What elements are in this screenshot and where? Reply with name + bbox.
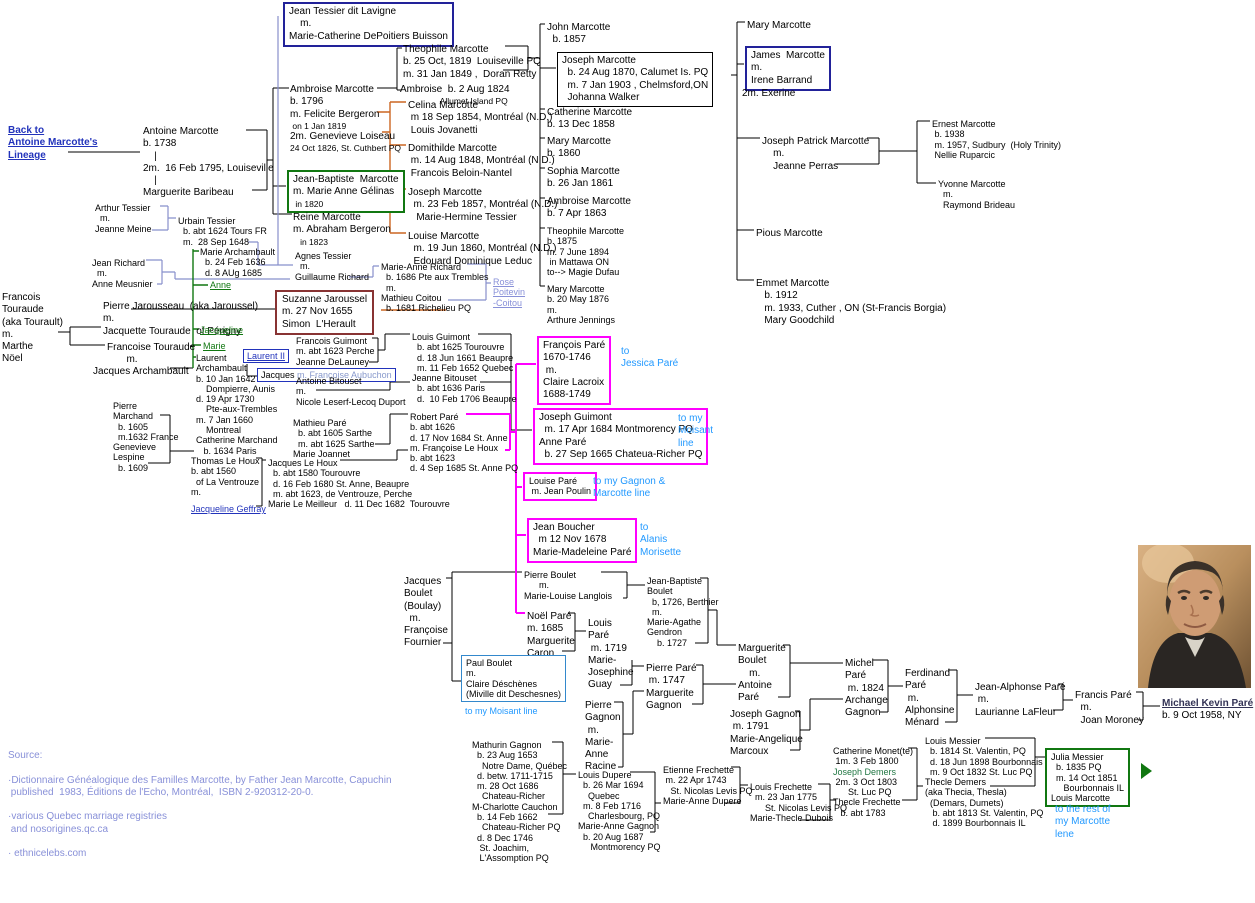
node-jean-alphonse-pare: Jean-Alphonse Paré m.Laurianne LaFleur — [975, 682, 1066, 718]
node-louise-pare-box: Louise Paré m. Jean Poulin — [523, 472, 598, 501]
portrait-image — [1138, 543, 1251, 688]
node-louis-dupere: Louis Dupere b. 26 Mar 1694 Quebec m. 8 … — [578, 770, 661, 853]
node-jean-tessier-box: Jean Tessier dit Lavigne m.Marie-Catheri… — [283, 2, 454, 47]
marie-link[interactable]: Marie — [203, 341, 226, 351]
jacqueline-geffray-link[interactable]: Jacqueline Geffray — [191, 504, 266, 514]
node-john-marcotte: John Marcotte b. 1857 — [547, 22, 611, 46]
node-louis-messier: Louis Messier b. 1814 St. Valentin, PQ d… — [925, 736, 1053, 829]
julia-messier-arrow-icon — [1141, 763, 1152, 779]
to-gagnon-marcotte-line: to my Gagnon &Marcotte line — [593, 476, 666, 500]
node-louis-guimont: Louis Guimont b. abt 1625 Tourouvre d. 1… — [412, 332, 517, 404]
anne-link[interactable]: Anne — [210, 280, 232, 290]
node-domithilde-marcotte: Domithilde Marcotte m. 14 Aug 1848, Mont… — [408, 143, 555, 179]
node-joseph-marcotte-1857: Joseph Marcotte m. 23 Feb 1857, Montréal… — [408, 187, 558, 223]
michael-pare-photo — [1138, 543, 1251, 688]
jacqueline-link[interactable]: Jacqueline — [200, 325, 244, 335]
node-celina-marcotte: Celina Marcotte m 18 Sep 1854, Montréal … — [408, 100, 553, 136]
to-my-moisant-line-2: to my Moisant line — [465, 706, 538, 716]
node-jacques-le-houx: Jacques Le Houx b. abt 1580 Tourouvre d.… — [268, 458, 450, 510]
node-mary-marcotte-top: Mary Marcotte — [747, 20, 811, 31]
laurent-ii-box[interactable]: Laurent II — [243, 349, 290, 364]
node-ernest-marcotte: Ernest Marcotte b. 1938 m. 1957, Sudbury… — [932, 119, 1062, 160]
source-block: Source: ·Dictionnaire Généalogique des F… — [8, 750, 392, 860]
node-joseph-marcotte-1870-box: Joseph Marcotte b. 24 Aug 1870, Calumet … — [557, 52, 714, 108]
node-yvonne-marcotte: Yvonne Marcotte m. Raymond Brideau — [938, 179, 1016, 210]
node-mathieu-pare: Mathieu Paré b. abt 1605 Sarthe m. abt 1… — [293, 418, 375, 459]
node-joseph-patrick-marcotte: Joseph Patrick Marcotte m. Jeanne Perras — [762, 136, 870, 172]
node-jean-richard: Jean Richard m.Anne Meusnier — [92, 258, 153, 289]
node-pious-marcotte: Pious Marcotte — [756, 228, 823, 239]
node-2m-exerine: 2m. Exerine — [742, 88, 796, 99]
node-julia-messier-box: Julia Messier b. 1835 PQ m. 14 Oct 1851 … — [1045, 748, 1131, 808]
node-marie-anne-richard: Marie-Anne Richard b. 1686 Pte aux Tremb… — [381, 262, 489, 314]
node-francis-pare: Francis Paré m. Joan Moroney — [1075, 690, 1144, 726]
node-jacques-archambault: Jacques Archambault — [93, 366, 189, 377]
node-marie-archambault: Marie Archambault b. 24 Feb 1636 d. 8 AU… — [200, 247, 276, 278]
node-arthur-tessier: Arthur Tessier m.Jeanne Meine — [95, 203, 152, 234]
node-francoise-touraude: Francoise Touraude m. — [107, 342, 196, 366]
node-pierre-boulet: Pierre Boulet m.Marie-Louise Langlois — [524, 570, 613, 601]
node-etienne-frechette: Etienne Frechette m. 22 Apr 1743 St. Nic… — [663, 765, 753, 806]
node-emmet-marcotte: Emmet Marcotte b. 1912 m. 1933, Cuther ,… — [756, 278, 947, 326]
node-agnes-tessier: Agnes Tessier m.Guillaume Richard — [295, 251, 370, 282]
node-urbain-tessier: Urbain Tessier b. abt 1624 Tours FR m. 2… — [178, 216, 267, 247]
node-mathurin-gagnon: Mathurin Gagnon b. 23 Aug 1653 Notre Dam… — [472, 740, 568, 864]
